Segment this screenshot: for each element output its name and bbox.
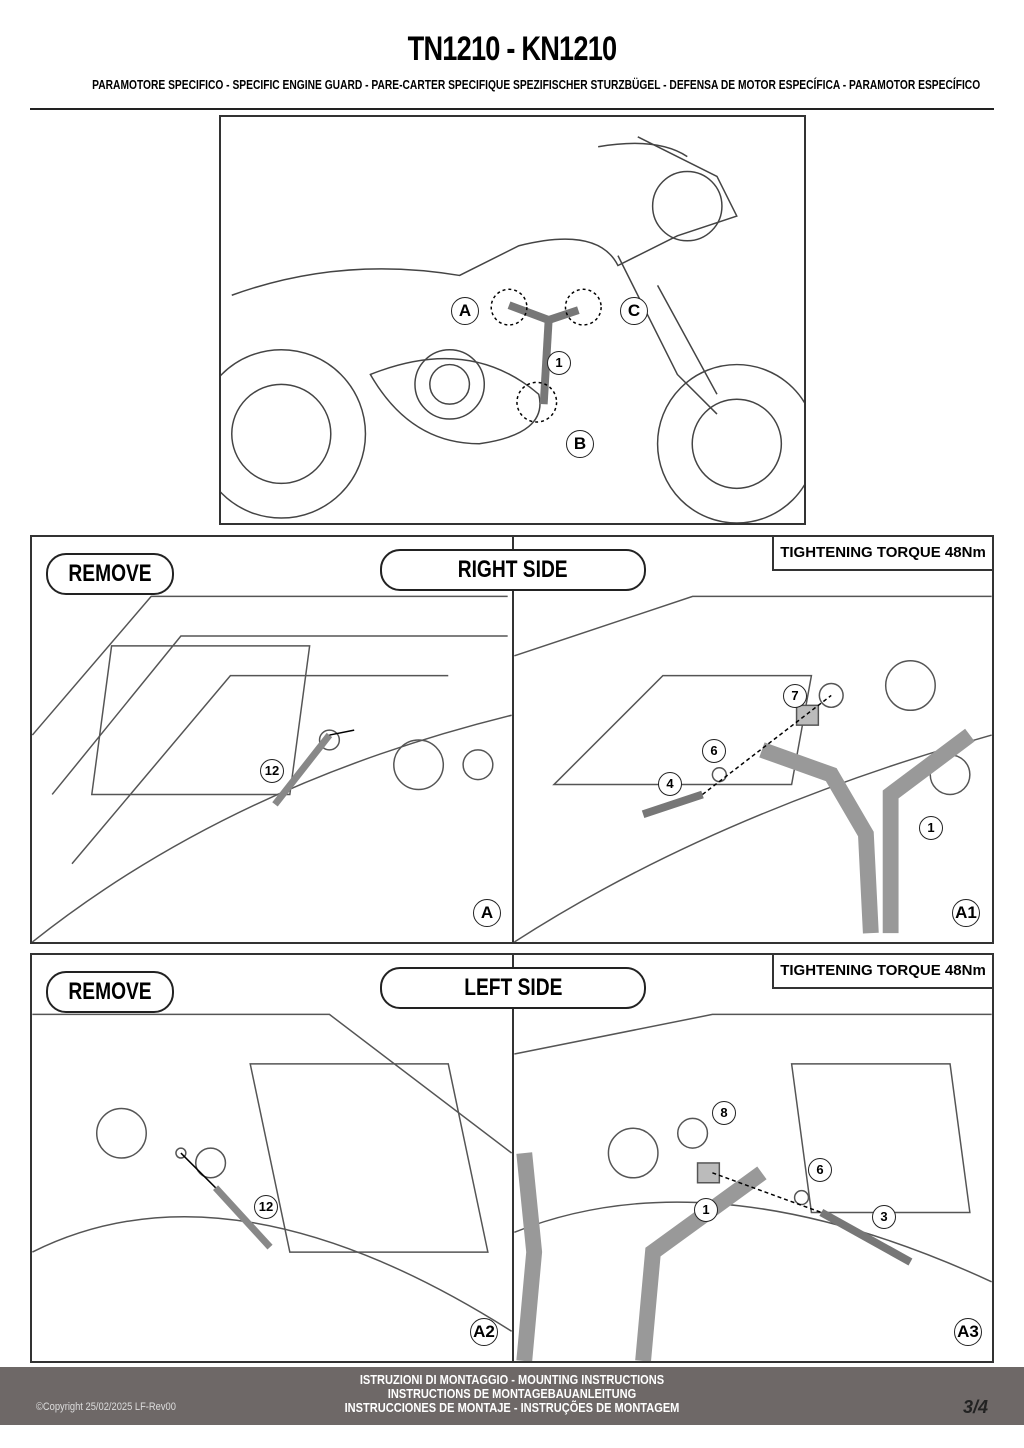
page-number: 3/4	[962, 1397, 988, 1417]
left-side-remove-panel: 12 A2	[30, 953, 514, 1363]
callout-7: 7	[783, 684, 807, 708]
copyright: ©Copyright 25/02/2025 LF-Rev00	[36, 1401, 176, 1413]
page-title: TN1210 - KN1210	[407, 30, 618, 68]
remove-label: REMOVE	[68, 978, 152, 1005]
label-b: B	[566, 430, 594, 458]
remove-badge: REMOVE	[46, 971, 174, 1013]
footer: ©Copyright 25/02/2025 LF-Rev00 ISTRUZION…	[0, 1367, 1024, 1425]
callout-12: 12	[260, 759, 284, 783]
callout-1: 1	[919, 816, 943, 840]
right-side-remove-panel: 12 A	[30, 535, 514, 944]
left-side-install-panel: 8 6 1 3 A3 TIGHTENING TORQUE 48Nm	[512, 953, 994, 1363]
remove-badge: REMOVE	[46, 553, 174, 595]
label-a: A	[451, 297, 479, 325]
section-title-left-side: LEFT SIDE	[380, 967, 646, 1009]
label-c: C	[620, 297, 648, 325]
torque-label: TIGHTENING TORQUE 48Nm	[772, 955, 992, 989]
footer-title: ISTRUZIONI DI MONTAGGIO - MOUNTING INSTR…	[0, 1373, 1024, 1415]
section-title-right-side: RIGHT SIDE	[380, 549, 646, 591]
callout-6: 6	[702, 739, 726, 763]
callout-1: 1	[694, 1198, 718, 1222]
step-label: A	[473, 899, 501, 927]
section-title: RIGHT SIDE	[458, 556, 568, 583]
callout-6: 6	[808, 1158, 832, 1182]
right-side-install-panel: 7 6 4 1 A1 TIGHTENING TORQUE 48Nm	[512, 535, 994, 944]
section-title: LEFT SIDE	[463, 974, 563, 1001]
remove-label: REMOVE	[68, 560, 152, 587]
divider	[30, 108, 994, 110]
callout-3: 3	[872, 1205, 896, 1229]
torque-label: TIGHTENING TORQUE 48Nm	[772, 537, 992, 571]
callout-4: 4	[658, 772, 682, 796]
label-part-1: 1	[547, 351, 571, 375]
footer-line: ISTRUZIONI DI MONTAGGIO - MOUNTING INSTR…	[359, 1372, 665, 1387]
step-label: A2	[470, 1318, 498, 1346]
callout-12: 12	[254, 1195, 278, 1219]
overview-illustration: A B C 1	[219, 115, 806, 525]
step-label: A3	[954, 1318, 982, 1346]
step-label: A1	[952, 899, 980, 927]
footer-line: INSTRUCCIONES DE MONTAJE - INSTRUÇÕES DE…	[344, 1400, 680, 1415]
callout-8: 8	[712, 1101, 736, 1125]
page-subtitle: PARAMOTORE SPECIFICO - SPECIFIC ENGINE G…	[92, 78, 981, 92]
footer-line: INSTRUCTIONS DE MONTAGEBAUANLEITUNG	[387, 1386, 637, 1401]
